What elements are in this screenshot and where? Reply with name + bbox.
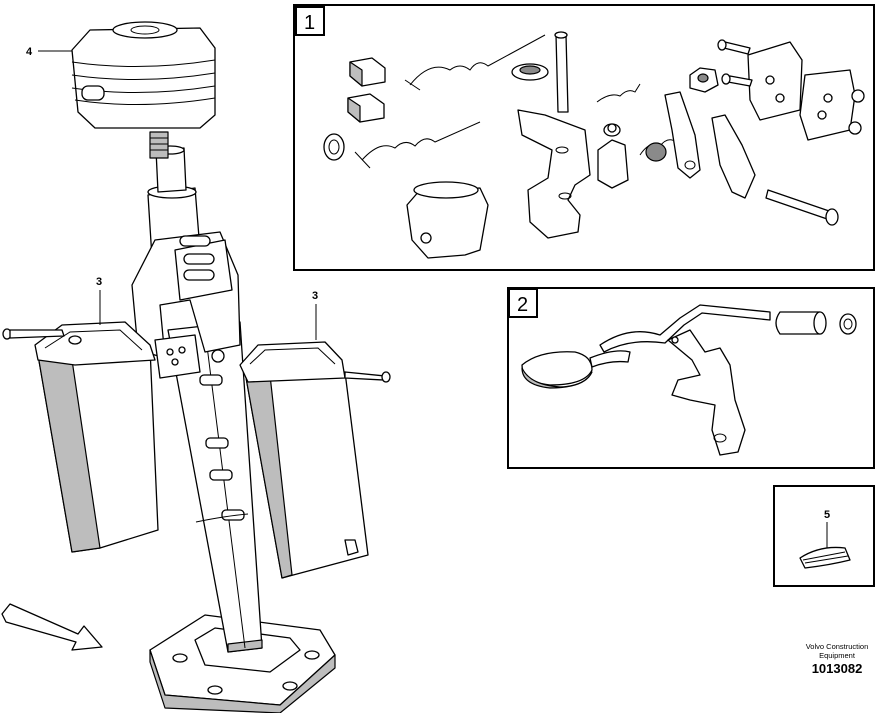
pivot-yoke <box>131 231 241 386</box>
grip-handle <box>71 21 216 129</box>
svg-text:4: 4 <box>26 46 33 58</box>
svg-text:1: 1 <box>304 12 315 34</box>
inset-box-2: 2 <box>507 287 875 469</box>
brand-line-2: Equipment <box>819 651 856 660</box>
svg-text:2: 2 <box>517 294 528 316</box>
left-screw <box>2 328 65 340</box>
svg-text:3: 3 <box>96 276 102 288</box>
left-boot-cover <box>34 321 159 553</box>
inset-2-parts <box>521 304 857 456</box>
document-number: 1013082 <box>812 661 863 676</box>
inset-box-1: 1 <box>293 4 875 271</box>
cable-tie <box>799 546 851 569</box>
callout-3-left: 3 <box>96 276 102 325</box>
brand-line-1: Volvo Construction <box>806 642 869 651</box>
inset-box-5: 5 <box>773 485 875 587</box>
forward-direction-arrow-icon <box>1 603 103 651</box>
right-screw <box>344 371 391 383</box>
svg-text:3: 3 <box>312 290 318 302</box>
svg-text:5: 5 <box>824 509 830 521</box>
callout-3-right: 3 <box>312 290 318 340</box>
callout-4: 4 <box>26 46 72 58</box>
control-lever-assembly: 4 3 3 <box>2 21 391 713</box>
inset-1-parts <box>323 31 865 259</box>
publisher-footer: Volvo Construction Equipment 1013082 <box>806 642 869 676</box>
right-boot-cover <box>239 341 369 579</box>
